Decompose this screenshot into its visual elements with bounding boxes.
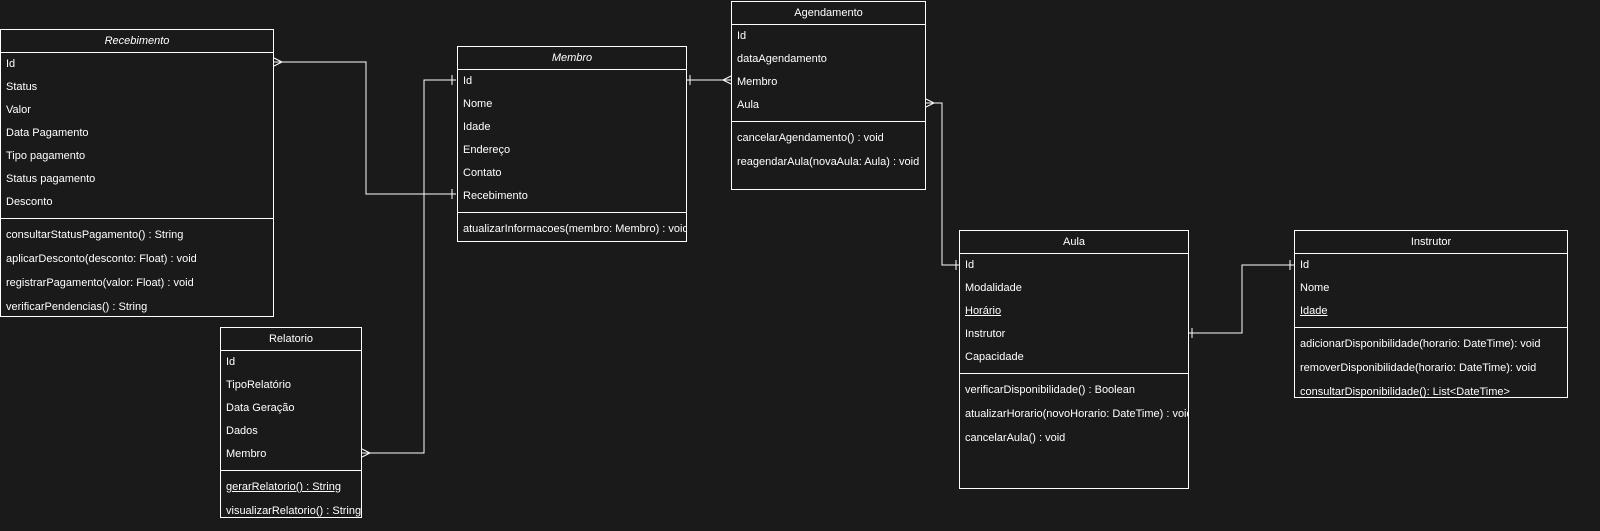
attribute: Status [6, 81, 38, 93]
class-title: Membro [458, 47, 686, 70]
attribute: Instrutor [965, 328, 1006, 340]
attribute: Idade [463, 121, 491, 133]
compartment-divider [960, 373, 1188, 374]
attribute: dataAgendamento [737, 53, 827, 65]
class-agendamento[interactable]: Agendamento Id dataAgendamento Membro Au… [731, 1, 926, 190]
attribute: Valor [6, 104, 31, 116]
attribute: Nome [463, 98, 493, 110]
attribute: Membro [737, 76, 778, 88]
attribute: Dados [226, 425, 258, 437]
attribute: Idade [1300, 305, 1328, 317]
edge-aula-instrutor[interactable] [1189, 264, 1294, 334]
method: reagendarAula(novaAula: Aula) : void [737, 156, 920, 168]
compartment-divider [732, 121, 925, 122]
attribute: Status pagamento [6, 173, 96, 185]
class-instrutor[interactable]: Instrutor Id Nome Idade adicionarDisponi… [1294, 230, 1568, 398]
method: adicionarDisponibilidade(horario: DateTi… [1300, 338, 1541, 350]
attribute: TipoRelatório [226, 379, 292, 391]
class-title: Aula [960, 231, 1188, 254]
method: removerDisponibilidade(horario: DateTime… [1300, 362, 1537, 374]
attribute-list: Id Nome Idade [1295, 254, 1567, 323]
method-list: gerarRelatorio() : String visualizarRela… [221, 475, 361, 523]
attribute: Id [737, 30, 747, 42]
class-recebimento[interactable]: Recebimento Id Status Valor Data Pagamen… [0, 29, 274, 317]
method: gerarRelatorio() : String [226, 481, 341, 493]
method: consultarStatusPagamento() : String [6, 229, 184, 241]
class-title: Recebimento [1, 30, 273, 53]
attribute: Endereço [463, 144, 511, 156]
attribute: Nome [1300, 282, 1330, 294]
compartment-divider [1, 218, 273, 219]
attribute: Recebimento [463, 190, 528, 202]
attribute-list: Id Modalidade Horário Instrutor Capacida… [960, 254, 1188, 369]
attribute: Data Geração [226, 402, 295, 414]
method: atualizarHorario(novoHorario: DateTime) … [965, 408, 1188, 420]
class-membro[interactable]: Membro Id Nome Idade Endereço Contato Re… [457, 46, 687, 242]
crowfoot-agendamento-membro [721, 75, 732, 85]
attribute: Capacidade [965, 351, 1024, 363]
attribute: Modalidade [965, 282, 1022, 294]
method: verificarDisponibilidade() : Boolean [965, 384, 1135, 396]
method: aplicarDesconto(desconto: Float) : void [6, 253, 197, 265]
attribute: Membro [226, 448, 267, 460]
attribute: Contato [463, 167, 502, 179]
compartment-divider [458, 212, 686, 213]
class-title: Instrutor [1295, 231, 1567, 254]
attribute: Id [226, 356, 236, 368]
method: visualizarRelatorio() : String [226, 505, 361, 517]
method: consultarDisponibilidade(): List<DateTim… [1300, 386, 1510, 398]
crowfoot-recebimento [273, 57, 284, 67]
edge-relatorio-membro[interactable] [362, 79, 456, 454]
attribute: Desconto [6, 196, 53, 208]
attribute-list: Id TipoRelatório Data Geração Dados Memb… [221, 351, 361, 466]
method-list: adicionarDisponibilidade(horario: DateTi… [1295, 332, 1567, 404]
edge-recebimento-membro[interactable] [274, 61, 456, 195]
method: cancelarAgendamento() : void [737, 132, 884, 144]
attribute: Aula [737, 99, 760, 111]
method-list: verificarDisponibilidade() : Boolean atu… [960, 378, 1188, 450]
compartment-divider [1295, 327, 1567, 328]
method: verificarPendencias() : String [6, 301, 148, 313]
method: registrarPagamento(valor: Float) : void [6, 277, 194, 289]
method-list: atualizarInformacoes(membro: Membro) : v… [458, 217, 686, 241]
attribute-list: Id Nome Idade Endereço Contato Recebimen… [458, 70, 686, 208]
class-relatorio[interactable]: Relatorio Id TipoRelatório Data Geração … [220, 327, 362, 518]
method: atualizarInformacoes(membro: Membro) : v… [463, 223, 686, 235]
method-list: consultarStatusPagamento() : String apli… [1, 223, 273, 319]
attribute: Id [1300, 259, 1310, 271]
class-title: Agendamento [732, 2, 925, 25]
attribute: Id [6, 58, 16, 70]
edge-agendamento-aula[interactable] [926, 102, 960, 266]
compartment-divider [221, 470, 361, 471]
attribute-list: Id dataAgendamento Membro Aula [732, 25, 925, 117]
crowfoot-agendamento-aula [925, 98, 936, 108]
method-list: cancelarAgendamento() : void reagendarAu… [732, 126, 925, 174]
attribute: Id [965, 259, 975, 271]
attribute: Id [463, 75, 473, 87]
attribute: Data Pagamento [6, 127, 89, 139]
class-title: Relatorio [221, 328, 361, 351]
attribute: Horário [965, 305, 1002, 317]
attribute: Tipo pagamento [6, 150, 86, 162]
attribute-list: Id Status Valor Data Pagamento Tipo paga… [1, 53, 273, 214]
method: cancelarAula() : void [965, 432, 1066, 444]
class-aula[interactable]: Aula Id Modalidade Horário Instrutor Cap… [959, 230, 1189, 489]
crowfoot-relatorio [361, 448, 372, 458]
